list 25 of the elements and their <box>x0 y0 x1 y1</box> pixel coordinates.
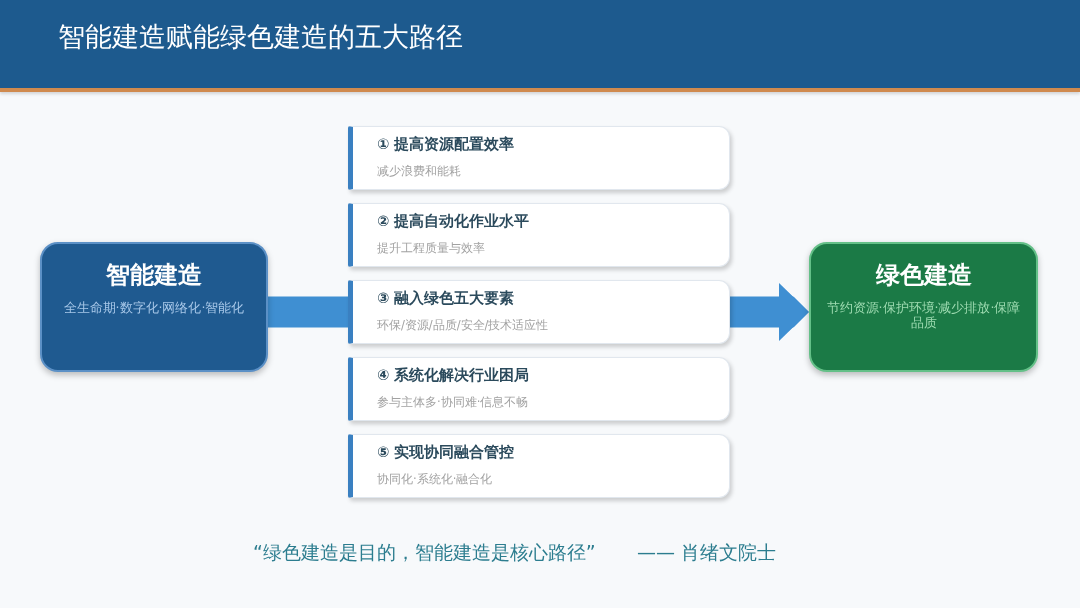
rounded-box <box>809 242 1038 372</box>
card <box>348 126 730 190</box>
card <box>348 280 730 344</box>
card-description: 环保/资源/品质/安全/技术适应性 <box>377 317 550 333</box>
card-heading: ③ 融入绿色五大要素 <box>377 289 516 308</box>
card-description: 提升工程质量与效率 <box>377 240 486 256</box>
box-subtitle: 全生命期·数字化·网络化·智能化 <box>62 300 246 315</box>
quote-attribution: —— 肖绪文院士 <box>637 540 777 565</box>
card-heading: ① 提高资源配置效率 <box>377 135 516 154</box>
rounded-box <box>40 242 268 372</box>
card-heading: ④ 系统化解决行业困局 <box>377 366 531 385</box>
card-description: 减少浪费和能耗 <box>377 163 462 179</box>
card-heading: ⑤ 实现协同融合管控 <box>377 443 516 462</box>
quote-text: “绿色建造是目的，智能建造是核心路径” <box>253 540 596 565</box>
card-description: 协同化·系统化·融合化 <box>377 471 494 487</box>
box-title: 智能建造 <box>105 260 203 291</box>
box-title: 绿色建造 <box>874 260 973 291</box>
card-description: 参与主体多·协同难·信息不畅 <box>377 394 530 410</box>
card <box>348 203 730 267</box>
card <box>348 357 730 421</box>
card-heading: ② 提高自动化作业水平 <box>377 212 531 231</box>
box-subtitle: 节约资源·保护环境·减少排放·保障品质 <box>825 300 1022 330</box>
card <box>348 434 730 498</box>
title: 智能建造赋能绿色建造的五大路径 <box>58 20 463 54</box>
block-arrow <box>730 283 809 341</box>
